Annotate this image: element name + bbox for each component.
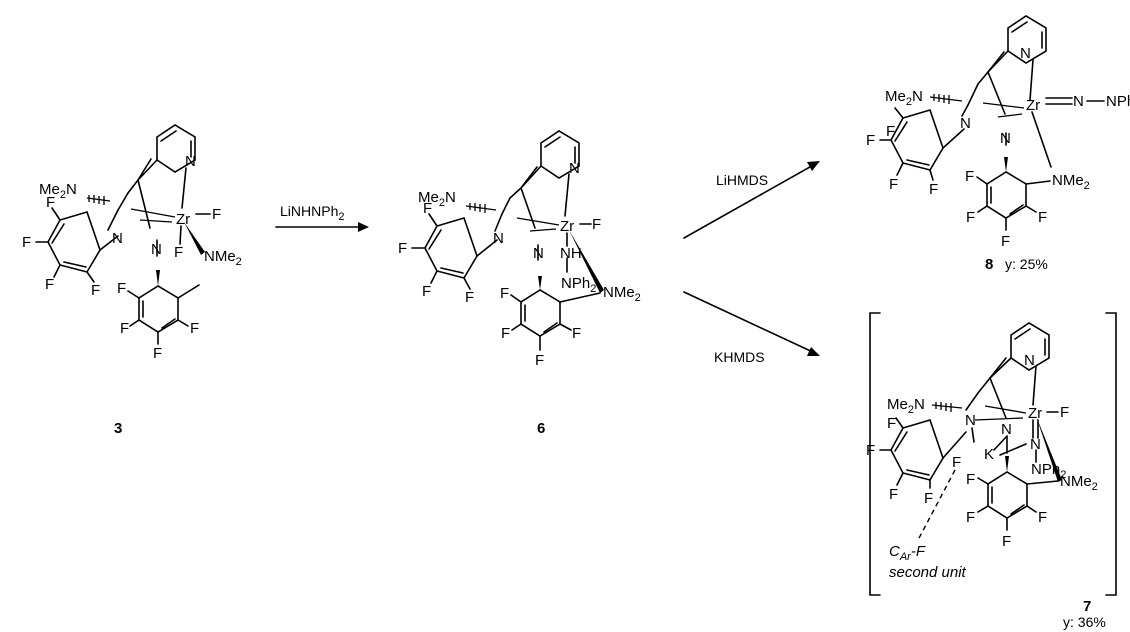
c8-amide-n1: N <box>960 115 971 132</box>
c8-f: F <box>866 132 875 149</box>
c3-f: F <box>45 276 54 293</box>
c7-f: F <box>889 486 898 503</box>
c8-amide-n2: N <box>1000 130 1011 147</box>
c6-nh: NH <box>560 245 582 262</box>
c3-me2n: Me2N <box>39 181 77 201</box>
c6-amide-n2: N <box>533 245 544 262</box>
compound-8: N Me2N N N Zr N NPh2 NMe2 F F F F F F F … <box>866 15 1130 273</box>
compound-number-3: 3 <box>114 420 122 437</box>
compound-6: N Me2N N N Zr F NH NPh2 NMe2 F F F F F F… <box>398 130 641 437</box>
c6-f: F <box>501 325 510 342</box>
compound-8-yield: y: 25% <box>1005 256 1048 272</box>
c3-f: F <box>91 282 100 299</box>
compound-number-6: 6 <box>537 420 545 437</box>
c8-py-n: N <box>1020 45 1031 62</box>
reaction-arrow-1: LiNHNPh2 <box>275 203 369 232</box>
reaction-arrow-2a: LiHMDS <box>683 161 820 239</box>
c3-f: F <box>153 345 162 362</box>
c3-f: F <box>22 234 31 251</box>
c6-me2n: Me2N <box>418 189 456 209</box>
c7-f: F <box>1038 509 1047 526</box>
c7-amide-n1: N <box>965 412 976 429</box>
c7-me2n: Me2N <box>887 396 925 416</box>
c7-f: F <box>1002 533 1011 550</box>
c3-zr: Zr <box>176 211 190 228</box>
c3-f: F <box>117 280 126 297</box>
c8-f: F <box>1001 233 1010 250</box>
c6-f: F <box>398 240 407 257</box>
c7-amide-n2: N <box>1001 421 1012 438</box>
compound-number-8: 8 <box>985 256 993 273</box>
c7-f: F <box>887 415 896 432</box>
c3-amide-n1: N <box>112 230 123 247</box>
c8-nph2: NPh2 <box>1106 93 1130 113</box>
c3-zr-f1: F <box>212 206 221 223</box>
c3-amide-n2: N <box>151 241 162 258</box>
c6-f: F <box>572 325 581 342</box>
c8-nme2: NMe2 <box>1052 172 1090 192</box>
c7-hydrazide-n: N <box>1030 436 1041 453</box>
c6-py-n: N <box>569 160 580 177</box>
c8-f: F <box>965 168 974 185</box>
c6-zr-f: F <box>592 216 601 233</box>
c7-py-n: N <box>1024 352 1035 369</box>
c7-zr: Zr <box>1028 405 1042 422</box>
c8-me2n: Me2N <box>885 88 923 108</box>
compound-number-7: 7 <box>1083 598 1091 615</box>
c8-f: F <box>929 181 938 198</box>
c8-f: F <box>1038 209 1047 226</box>
c7-car-f-label: CAr-F <box>889 543 926 563</box>
c6-amide-n1: N <box>493 230 504 247</box>
compound-3: N Me2N N N Zr F F NMe2 F F F F F F F F 3 <box>22 124 242 437</box>
c6-zr: Zr <box>560 218 574 235</box>
c8-zr: Zr <box>1026 97 1040 114</box>
c3-py-n: N <box>185 153 196 170</box>
c7-f: F <box>966 509 975 526</box>
c7-f-bridging: F <box>952 454 961 471</box>
c6-nph2: NPh2 <box>561 275 596 295</box>
c7-f: F <box>924 490 933 507</box>
reagent-linhnph2: LiNHNPh2 <box>280 203 344 223</box>
c7-nph2: NPh2 <box>1031 461 1066 481</box>
reaction-arrow-2b: KHMDS <box>683 291 820 365</box>
c7-f: F <box>966 471 975 488</box>
c8-f: F <box>889 176 898 193</box>
c7-zr-f: F <box>1060 404 1069 421</box>
c7-potassium: K <box>984 446 994 463</box>
c3-f: F <box>46 194 55 211</box>
c7-f: F <box>866 442 875 459</box>
c8-imido-n: N <box>1073 93 1084 110</box>
c8-f: F <box>966 209 975 226</box>
compound-7-yield: y: 36% <box>1063 614 1106 630</box>
c3-nme2: NMe2 <box>204 248 242 268</box>
c6-f: F <box>423 200 432 217</box>
c6-f: F <box>465 289 474 306</box>
reagent-khmds: KHMDS <box>714 349 765 365</box>
c6-f: F <box>422 283 431 300</box>
reagent-lihmds: LiHMDS <box>716 172 768 188</box>
c8-f: F <box>886 123 895 140</box>
c3-f: F <box>190 320 199 337</box>
compound-7: N Me2N N N Zr F N K NPh2 NMe2 F F F F F … <box>866 312 1117 630</box>
c3-f: F <box>120 320 129 337</box>
c7-nme2: NMe2 <box>1060 473 1098 493</box>
c7-second-unit-label: second unit <box>889 564 967 581</box>
c3-zr-f2: F <box>174 244 183 261</box>
c6-nme2: NMe2 <box>603 284 641 304</box>
c6-f: F <box>500 285 509 302</box>
c6-f: F <box>535 352 544 369</box>
